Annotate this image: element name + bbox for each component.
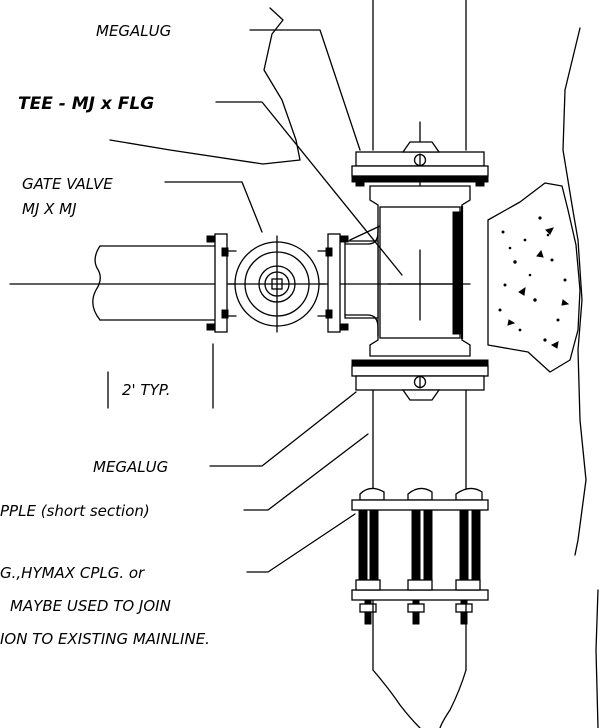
- existing-mainline-pipe: [372, 599, 467, 728]
- tee-side-outlet: [344, 225, 379, 337]
- label-megalug-bottom: MEGALUG: [93, 458, 168, 476]
- label-nipple: PPLE (short section): [0, 502, 150, 520]
- concrete-thrust-block: [487, 182, 581, 373]
- leader-lines: [164, 29, 403, 573]
- label-typical-spacing: 2' TYP.: [122, 381, 171, 399]
- nipple-short-section: [372, 389, 467, 501]
- tee-mj-x-flg-body: [344, 185, 471, 357]
- typical-dimension: [107, 343, 214, 409]
- label-gate-valve: GATE VALVE: [22, 175, 113, 193]
- label-coupling-line-3: ION TO EXISTING MAINLINE.: [0, 630, 210, 648]
- megalug-upper-fitting: [351, 141, 489, 187]
- megalug-lower-fitting: [351, 359, 489, 401]
- label-coupling-line-1: G.,HYMAX CPLG. or: [0, 564, 145, 582]
- gate-valve: [206, 233, 349, 333]
- label-gate-valve-mj: MJ X MJ: [22, 200, 77, 218]
- coupling-assembly: [351, 487, 489, 625]
- label-coupling-line-2: MAYBE USED TO JOIN: [10, 597, 171, 615]
- label-megalug-top: MEGALUG: [96, 22, 171, 40]
- label-tee-mj-x-flg: TEE - MJ x FLG: [18, 94, 154, 114]
- soil-outline: [109, 7, 599, 728]
